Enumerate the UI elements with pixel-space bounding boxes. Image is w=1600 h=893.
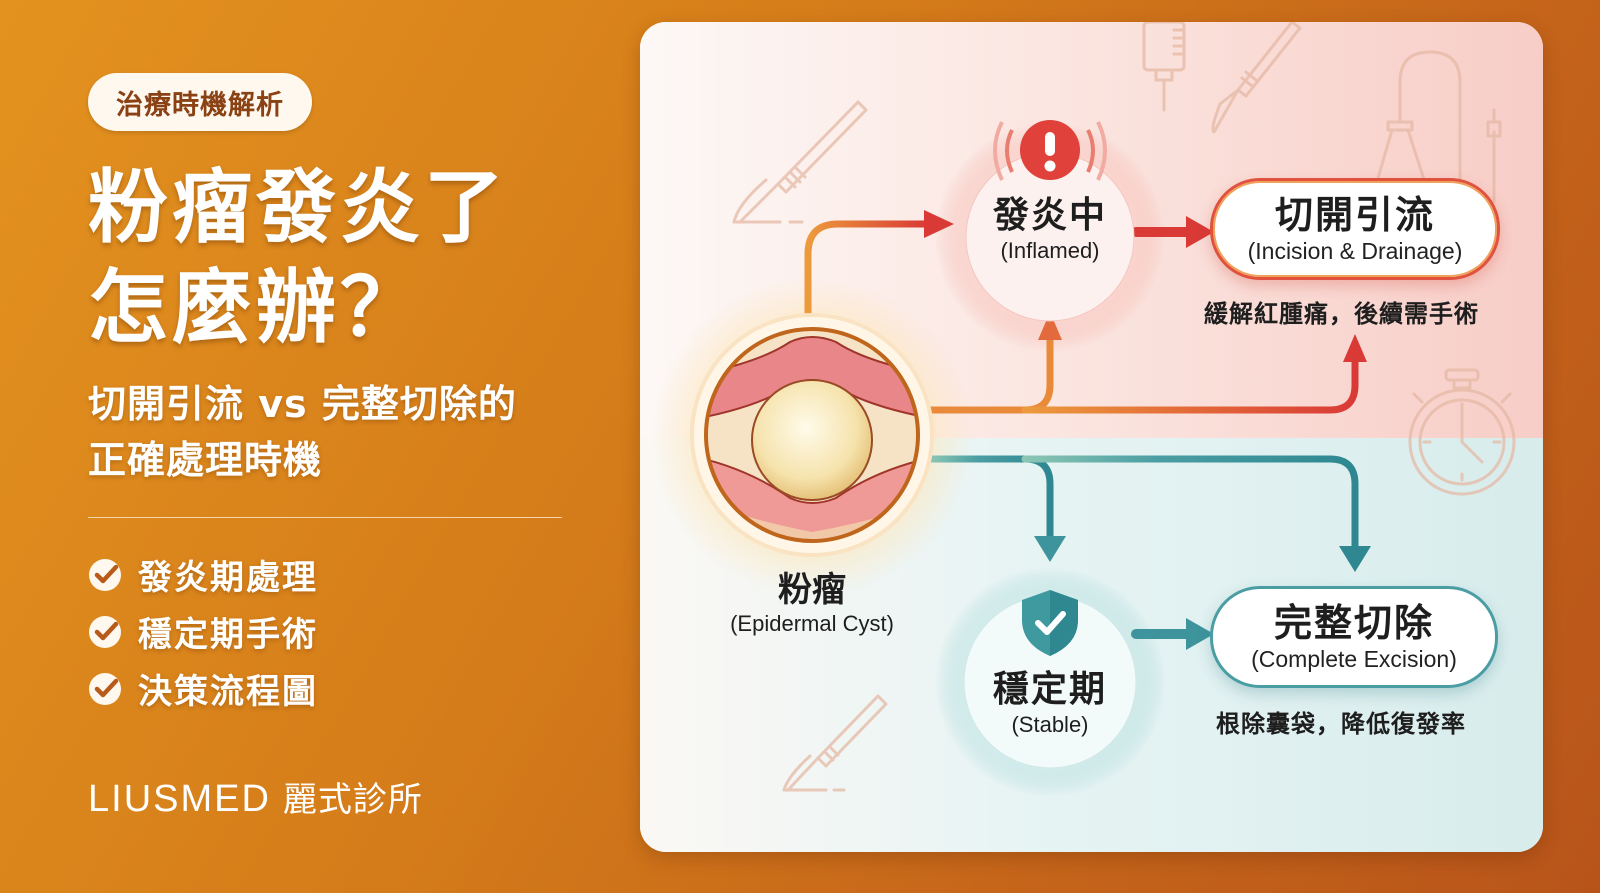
check-circle-icon — [89, 558, 121, 591]
scalpel-icon — [782, 694, 888, 792]
title-line-2: 怎麼辦？ — [88, 261, 424, 354]
checklist-label: 發炎期處理 — [138, 558, 318, 598]
title-line-1: 粉瘤發炎了 — [88, 161, 508, 254]
check-circle-icon — [89, 615, 121, 648]
arrowhead-icon — [1034, 536, 1066, 562]
incision-note: 緩解紅腫痛，後續需手術 — [1204, 300, 1479, 328]
checklist-item: 決策流程圖 — [88, 660, 318, 717]
subtitle: 切開引流 vs 完整切除的 正確處理時機 — [88, 376, 517, 488]
brand-en: LIUSMED — [88, 778, 271, 820]
checklist-item: 穩定期手術 — [88, 603, 318, 660]
stopwatch-icon — [1408, 368, 1516, 496]
arrow-up-to-incision — [1021, 354, 1359, 414]
arrow-to-excision — [1021, 455, 1359, 554]
brand-zh: 麗式診所 — [282, 780, 423, 820]
excision-label-zh: 完整切除 — [1273, 601, 1434, 645]
incision-label-en: (Incision & Drainage) — [1247, 238, 1463, 264]
checklist: 發炎期處理 穩定期手術 決策流程圖 — [88, 546, 318, 717]
inflamed-label-en: (Inflamed) — [1000, 238, 1100, 263]
incision-label-zh: 切開引流 — [1274, 193, 1435, 237]
check-circle-icon — [89, 672, 121, 705]
shield-check-icon — [1022, 590, 1078, 656]
page-title: 粉瘤發炎了 怎麼辦？ — [88, 158, 508, 358]
stable-label-en: (Stable) — [1011, 712, 1089, 737]
arrowhead-icon — [924, 210, 954, 238]
arrowhead-icon — [1038, 312, 1062, 340]
incision-drainage-node: 切開引流 (Incision & Drainage) — [1210, 178, 1500, 280]
arrowhead-icon — [1343, 334, 1367, 362]
excision-label-en: (Complete Excision) — [1251, 646, 1457, 672]
excision-note: 根除囊袋，降低復發率 — [1216, 710, 1466, 738]
subtitle-line-2: 正確處理時機 — [88, 438, 323, 482]
checklist-label: 決策流程圖 — [138, 672, 318, 712]
brand-logo: LIUSMED 麗式診所 — [88, 772, 423, 821]
arrowhead-icon — [1186, 618, 1214, 650]
divider — [88, 517, 562, 518]
stable-label: 穩定期 (Stable) — [960, 668, 1140, 738]
flowchart-art — [652, 22, 1516, 797]
scalpel-icon — [1211, 22, 1302, 134]
flowchart-card: 粉瘤 (Epidermal Cyst) 發炎中 (Inflamed) 穩定期 (… — [640, 22, 1543, 852]
complete-excision-node: 完整切除 (Complete Excision) — [1210, 586, 1498, 688]
stable-label-zh: 穩定期 — [992, 669, 1107, 710]
arrow-to-inflamed — [804, 220, 930, 322]
origin-label-en: (Epidermal Cyst) — [730, 611, 894, 636]
alert-exclamation-icon — [993, 120, 1107, 181]
topic-tag: 治療時機解析 — [88, 73, 312, 131]
inflamed-label: 發炎中 (Inflamed) — [960, 194, 1140, 264]
checklist-label: 穩定期手術 — [138, 615, 318, 655]
origin-label-zh: 粉瘤 — [778, 570, 846, 610]
checklist-item: 發炎期處理 — [88, 546, 318, 603]
subtitle-line-1: 切開引流 vs 完整切除的 — [88, 382, 517, 426]
inflamed-label-zh: 發炎中 — [992, 195, 1107, 236]
syringe-icon — [1142, 22, 1186, 112]
left-panel: 治療時機解析 粉瘤發炎了 怎麼辦？ 切開引流 vs 完整切除的 正確處理時機 發… — [88, 0, 608, 893]
cyst-illustration — [690, 313, 934, 557]
scalpel-icon — [732, 100, 868, 224]
origin-label: 粉瘤 (Epidermal Cyst) — [702, 570, 922, 638]
arrowhead-icon — [1339, 546, 1371, 572]
arrowhead-icon — [1186, 216, 1214, 248]
